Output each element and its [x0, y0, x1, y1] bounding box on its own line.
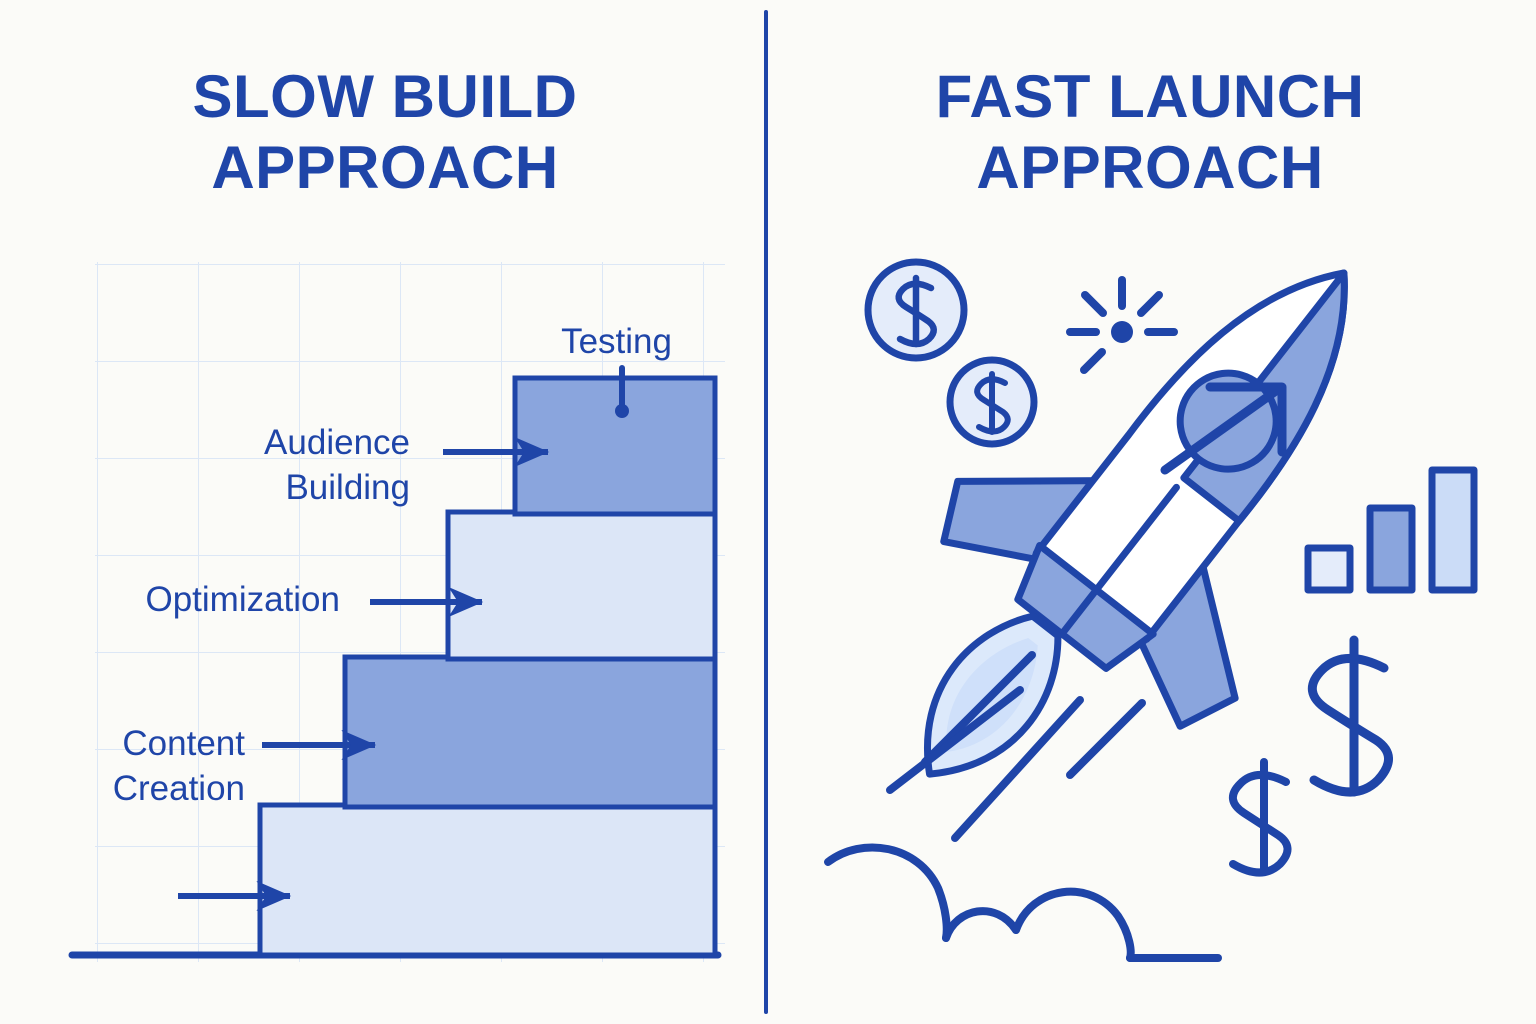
- label-optimization: Optimization: [145, 580, 340, 619]
- speed-lines-icon: [886, 651, 1146, 842]
- label-testing: Testing: [561, 322, 672, 361]
- step-bar-3: [445, 509, 718, 662]
- step-bar-2: [342, 654, 718, 810]
- right-title-line-1: FAST LAUNCH: [935, 63, 1365, 130]
- left-title-line-2: APPROACH: [211, 133, 559, 201]
- step-bar-1: [257, 802, 718, 958]
- growth-arrow-icon: [1160, 382, 1287, 475]
- cloud-icon: [824, 843, 1222, 962]
- left-title-line-1: SLOW BUILD: [192, 63, 578, 130]
- testing-connector-dot: [615, 404, 629, 418]
- dollar-sign-icon-small: [1229, 758, 1292, 877]
- right-title-line-2: APPROACH: [976, 133, 1324, 201]
- label-content-creation: Content Creation: [112, 724, 245, 808]
- right-panel-title: FAST LAUNCH APPROACH: [800, 62, 1500, 204]
- coin-dollar-icon-2: [946, 356, 1038, 448]
- rocket-seam-line: [1060, 483, 1180, 635]
- bar-chart-icon: [1304, 466, 1478, 594]
- staircase-chart: [68, 365, 722, 959]
- label-audience-building: Audience Building: [264, 423, 410, 507]
- sparkle-icon: [1066, 276, 1178, 374]
- coin-dollar-icon-1: [864, 258, 968, 362]
- step-bar-4: [512, 375, 718, 517]
- panel-divider: [764, 10, 768, 1014]
- dollar-sign-icon-large: [1308, 635, 1393, 797]
- rocket-illustration: [824, 258, 1478, 962]
- left-panel-title: SLOW BUILD APPROACH: [40, 62, 730, 204]
